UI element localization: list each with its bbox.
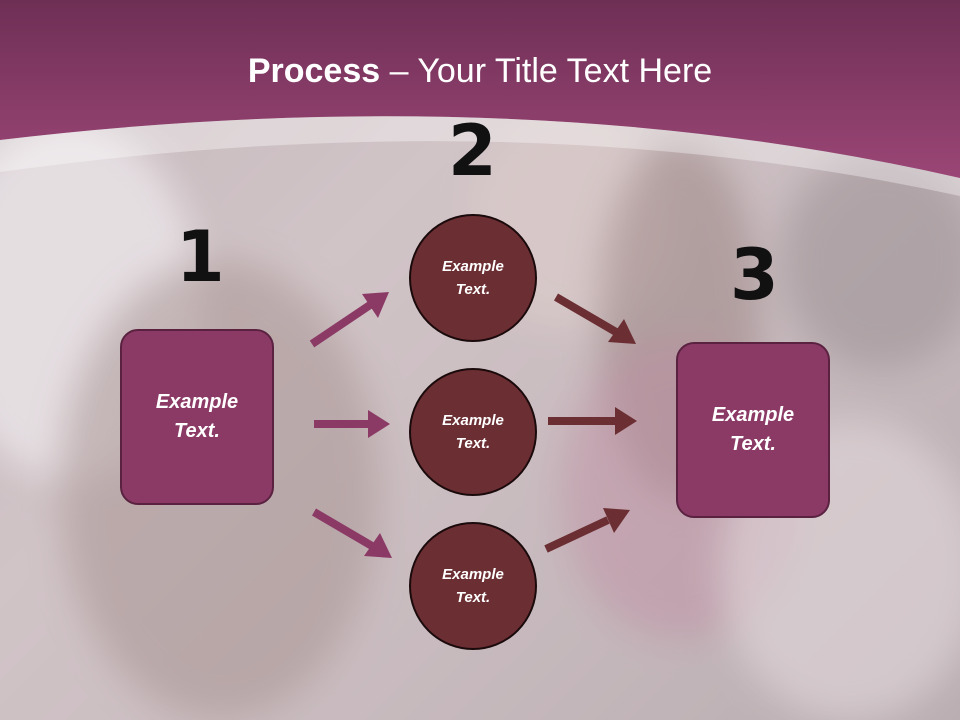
step-circle-middle[interactable]: Example Text. xyxy=(409,368,537,496)
step-box-right-label: Example Text. xyxy=(711,404,795,455)
arrow-from-circle-bottom xyxy=(544,508,630,553)
header-band xyxy=(0,0,960,196)
step-circle-middle-label: Example Text. xyxy=(442,411,504,452)
arrow-from-circle-top xyxy=(553,293,636,344)
step-box-left[interactable]: Example Text. xyxy=(120,329,274,505)
title-bold: Process xyxy=(247,52,381,90)
step-circle-top-label: Example Text. xyxy=(442,257,504,298)
arrow-to-circle-top xyxy=(309,292,389,348)
step-circle-bottom[interactable]: Example Text. xyxy=(409,522,537,650)
step-number-3: 3 xyxy=(730,234,779,316)
step-box-left-label: Example Text. xyxy=(155,391,239,442)
background-photo-dark xyxy=(780,150,960,370)
step-circle-bottom-label: Example Text. xyxy=(442,565,504,606)
arrow-to-circle-middle xyxy=(314,410,390,438)
step-box-right[interactable]: Example Text. xyxy=(676,342,830,518)
arrow-to-circle-bottom xyxy=(311,508,392,558)
step-circle-top[interactable]: Example Text. xyxy=(409,214,537,342)
step-number-1: 1 xyxy=(176,216,225,298)
step-number-2: 2 xyxy=(448,110,497,192)
title-rest: – Your Title Text Here xyxy=(380,52,713,90)
slide-title: Process – Your Title Text Here xyxy=(0,52,960,91)
arrow-from-circle-middle xyxy=(548,407,637,435)
